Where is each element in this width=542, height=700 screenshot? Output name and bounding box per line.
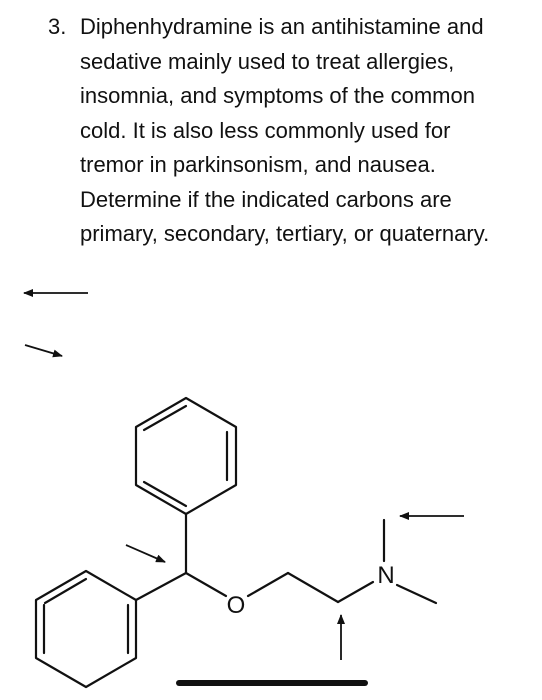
home-indicator-bar [176,680,368,686]
carbon-chain [134,512,438,605]
legend-diagonal-arrow [24,344,63,358]
top-phenyl-ring [134,396,238,516]
bottom-phenyl-ring [34,569,138,689]
question-block: 3. Diphenhydramine is an antihistamine a… [48,10,528,252]
oxygen-atom-label: O [227,592,246,619]
nitrogen-atom-label: N [377,562,394,589]
question-number: 3. [48,14,67,39]
question-text: Diphenhydramine is an antihistamine and … [80,14,490,246]
arrow-to-methine-carbon [125,544,166,563]
